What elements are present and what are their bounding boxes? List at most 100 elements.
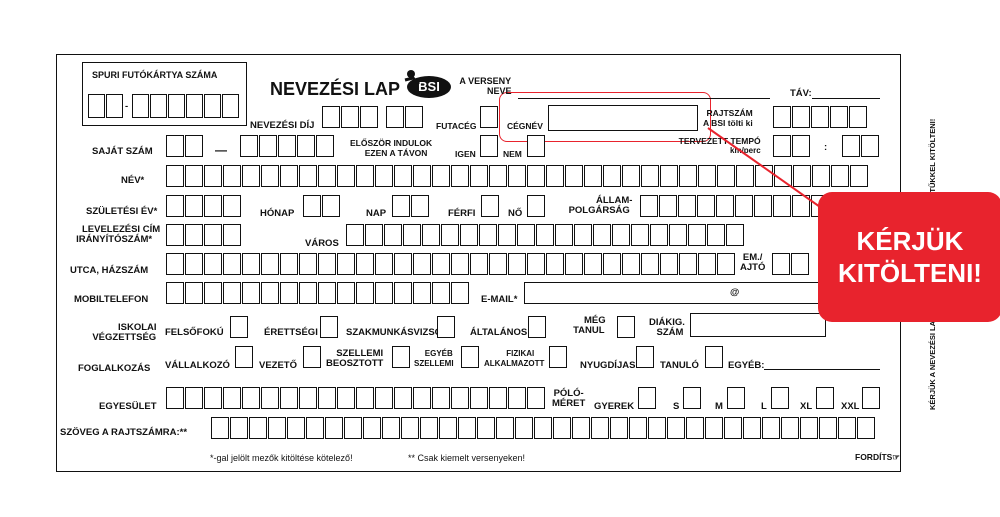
- pace-box[interactable]: [842, 135, 860, 157]
- birth-year-box[interactable]: [223, 195, 241, 217]
- street-box[interactable]: [622, 253, 640, 275]
- mobile-box[interactable]: [451, 282, 469, 304]
- name-box[interactable]: [166, 165, 184, 187]
- name-box[interactable]: [204, 165, 222, 187]
- own-number-box[interactable]: [297, 135, 315, 157]
- name-box[interactable]: [261, 165, 279, 187]
- mobile-box[interactable]: [356, 282, 374, 304]
- postal-code-box[interactable]: [185, 224, 203, 246]
- bib-text-box[interactable]: [306, 417, 324, 439]
- street-box[interactable]: [546, 253, 564, 275]
- citizenship-box[interactable]: [792, 195, 810, 217]
- bib-box[interactable]: [811, 106, 829, 128]
- name-box[interactable]: [413, 165, 431, 187]
- club-box[interactable]: [470, 387, 488, 409]
- street-box[interactable]: [223, 253, 241, 275]
- entry-fee-box[interactable]: [341, 106, 359, 128]
- bib-text-box[interactable]: [838, 417, 856, 439]
- entry-fee-box[interactable]: [322, 106, 340, 128]
- city-box[interactable]: [346, 224, 364, 246]
- student-id-field[interactable]: [690, 313, 826, 337]
- city-box[interactable]: [498, 224, 516, 246]
- name-box[interactable]: [850, 165, 868, 187]
- name-box[interactable]: [432, 165, 450, 187]
- street-box[interactable]: [603, 253, 621, 275]
- street-box[interactable]: [508, 253, 526, 275]
- name-box[interactable]: [622, 165, 640, 187]
- bib-text-box[interactable]: [648, 417, 666, 439]
- email-field[interactable]: [524, 282, 824, 304]
- street-box[interactable]: [565, 253, 583, 275]
- bib-box[interactable]: [773, 106, 791, 128]
- pace-box[interactable]: [861, 135, 879, 157]
- bib-text-box[interactable]: [819, 417, 837, 439]
- own-number-box[interactable]: [166, 135, 184, 157]
- bib-text-box[interactable]: [705, 417, 723, 439]
- citizenship-box[interactable]: [640, 195, 658, 217]
- city-box[interactable]: [650, 224, 668, 246]
- citizenship-box[interactable]: [678, 195, 696, 217]
- street-box[interactable]: [470, 253, 488, 275]
- mobile-box[interactable]: [318, 282, 336, 304]
- city-box[interactable]: [707, 224, 725, 246]
- bib-text-box[interactable]: [553, 417, 571, 439]
- child-checkbox[interactable]: [638, 387, 656, 409]
- name-box[interactable]: [698, 165, 716, 187]
- city-box[interactable]: [403, 224, 421, 246]
- name-box[interactable]: [394, 165, 412, 187]
- bib-box[interactable]: [849, 106, 867, 128]
- name-box[interactable]: [223, 165, 241, 187]
- citizenship-box[interactable]: [697, 195, 715, 217]
- pace-box[interactable]: [792, 135, 810, 157]
- street-box[interactable]: [717, 253, 735, 275]
- spuri-digit[interactable]: [186, 94, 203, 118]
- name-box[interactable]: [812, 165, 830, 187]
- bib-box[interactable]: [792, 106, 810, 128]
- bib-text-box[interactable]: [610, 417, 628, 439]
- street-box[interactable]: [584, 253, 602, 275]
- city-box[interactable]: [365, 224, 383, 246]
- spuri-digit[interactable]: [132, 94, 149, 118]
- mobile-box[interactable]: [280, 282, 298, 304]
- name-box[interactable]: [451, 165, 469, 187]
- spuri-digit[interactable]: [204, 94, 221, 118]
- name-box[interactable]: [793, 165, 811, 187]
- name-box[interactable]: [508, 165, 526, 187]
- size-xl-checkbox[interactable]: [816, 387, 834, 409]
- club-box[interactable]: [413, 387, 431, 409]
- bib-text-box[interactable]: [211, 417, 229, 439]
- distance-line[interactable]: [812, 98, 880, 99]
- club-box[interactable]: [299, 387, 317, 409]
- club-box[interactable]: [318, 387, 336, 409]
- size-xxl-checkbox[interactable]: [862, 387, 880, 409]
- street-box[interactable]: [185, 253, 203, 275]
- mobile-box[interactable]: [185, 282, 203, 304]
- matura-checkbox[interactable]: [320, 316, 338, 338]
- bib-text-box[interactable]: [230, 417, 248, 439]
- bib-text-box[interactable]: [591, 417, 609, 439]
- mobile-box[interactable]: [337, 282, 355, 304]
- club-box[interactable]: [508, 387, 526, 409]
- mobile-box[interactable]: [394, 282, 412, 304]
- spuri-digit[interactable]: [88, 94, 105, 118]
- city-box[interactable]: [688, 224, 706, 246]
- month-box[interactable]: [303, 195, 321, 217]
- citizenship-box[interactable]: [773, 195, 791, 217]
- street-box[interactable]: [242, 253, 260, 275]
- club-box[interactable]: [280, 387, 298, 409]
- pace-box[interactable]: [773, 135, 791, 157]
- bib-text-box[interactable]: [401, 417, 419, 439]
- club-box[interactable]: [356, 387, 374, 409]
- bib-text-box[interactable]: [344, 417, 362, 439]
- city-box[interactable]: [536, 224, 554, 246]
- name-box[interactable]: [660, 165, 678, 187]
- street-box[interactable]: [641, 253, 659, 275]
- bib-text-box[interactable]: [515, 417, 533, 439]
- street-box[interactable]: [166, 253, 184, 275]
- bib-text-box[interactable]: [686, 417, 704, 439]
- birth-year-box[interactable]: [185, 195, 203, 217]
- pensioner-checkbox[interactable]: [636, 346, 654, 368]
- bib-box[interactable]: [830, 106, 848, 128]
- club-box[interactable]: [166, 387, 184, 409]
- club-box[interactable]: [185, 387, 203, 409]
